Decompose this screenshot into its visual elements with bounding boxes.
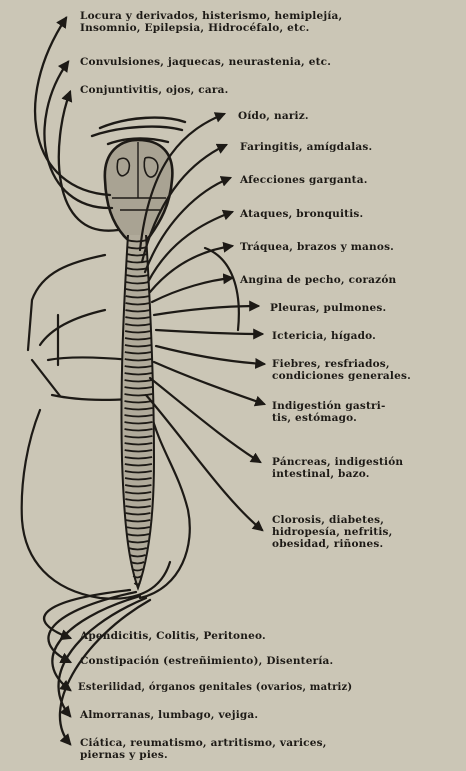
label-indigestion: Indigestión gastri- tis, estómago. (272, 400, 386, 424)
spine-column (121, 235, 154, 588)
label-esterilidad: Esterilidad, órganos genitales (ovarios,… (78, 682, 352, 694)
label-afecciones: Afecciones garganta. (240, 174, 368, 186)
label-ciatica: Ciática, reumatismo, artritismo, varices… (80, 737, 327, 761)
brain-sketch (105, 140, 173, 243)
label-pleuras: Pleuras, pulmones. (270, 302, 386, 314)
label-ictericia: Ictericia, hígado. (272, 330, 376, 342)
label-oido: Oído, nariz. (238, 110, 309, 122)
label-angina: Angina de pecho, corazón (240, 274, 396, 286)
label-pancreas: Páncreas, indigestión intestinal, bazo. (272, 456, 403, 480)
label-clorosis: Clorosis, diabetes, hidropesía, nefritis… (272, 514, 393, 550)
label-ataques: Ataques, bronquitis. (240, 208, 363, 220)
label-constipacion: Constipación (estreñimiento), Disentería… (80, 655, 333, 667)
label-apendicitis: Apendicitis, Colitis, Peritoneo. (80, 630, 266, 642)
label-traquea: Tráquea, brazos y manos. (240, 241, 394, 253)
label-conjuntivitis: Conjuntivitis, ojos, cara. (80, 84, 228, 96)
label-locura: Locura y derivados, histerismo, hemiplej… (80, 10, 342, 34)
label-fiebres: Fiebres, resfriados, condiciones general… (272, 358, 411, 382)
label-almorranas: Almorranas, lumbago, vejiga. (80, 709, 258, 721)
label-convulsiones: Convulsiones, jaquecas, neurastenia, etc… (80, 56, 331, 68)
label-faringitis: Faringitis, amígdalas. (240, 141, 372, 153)
